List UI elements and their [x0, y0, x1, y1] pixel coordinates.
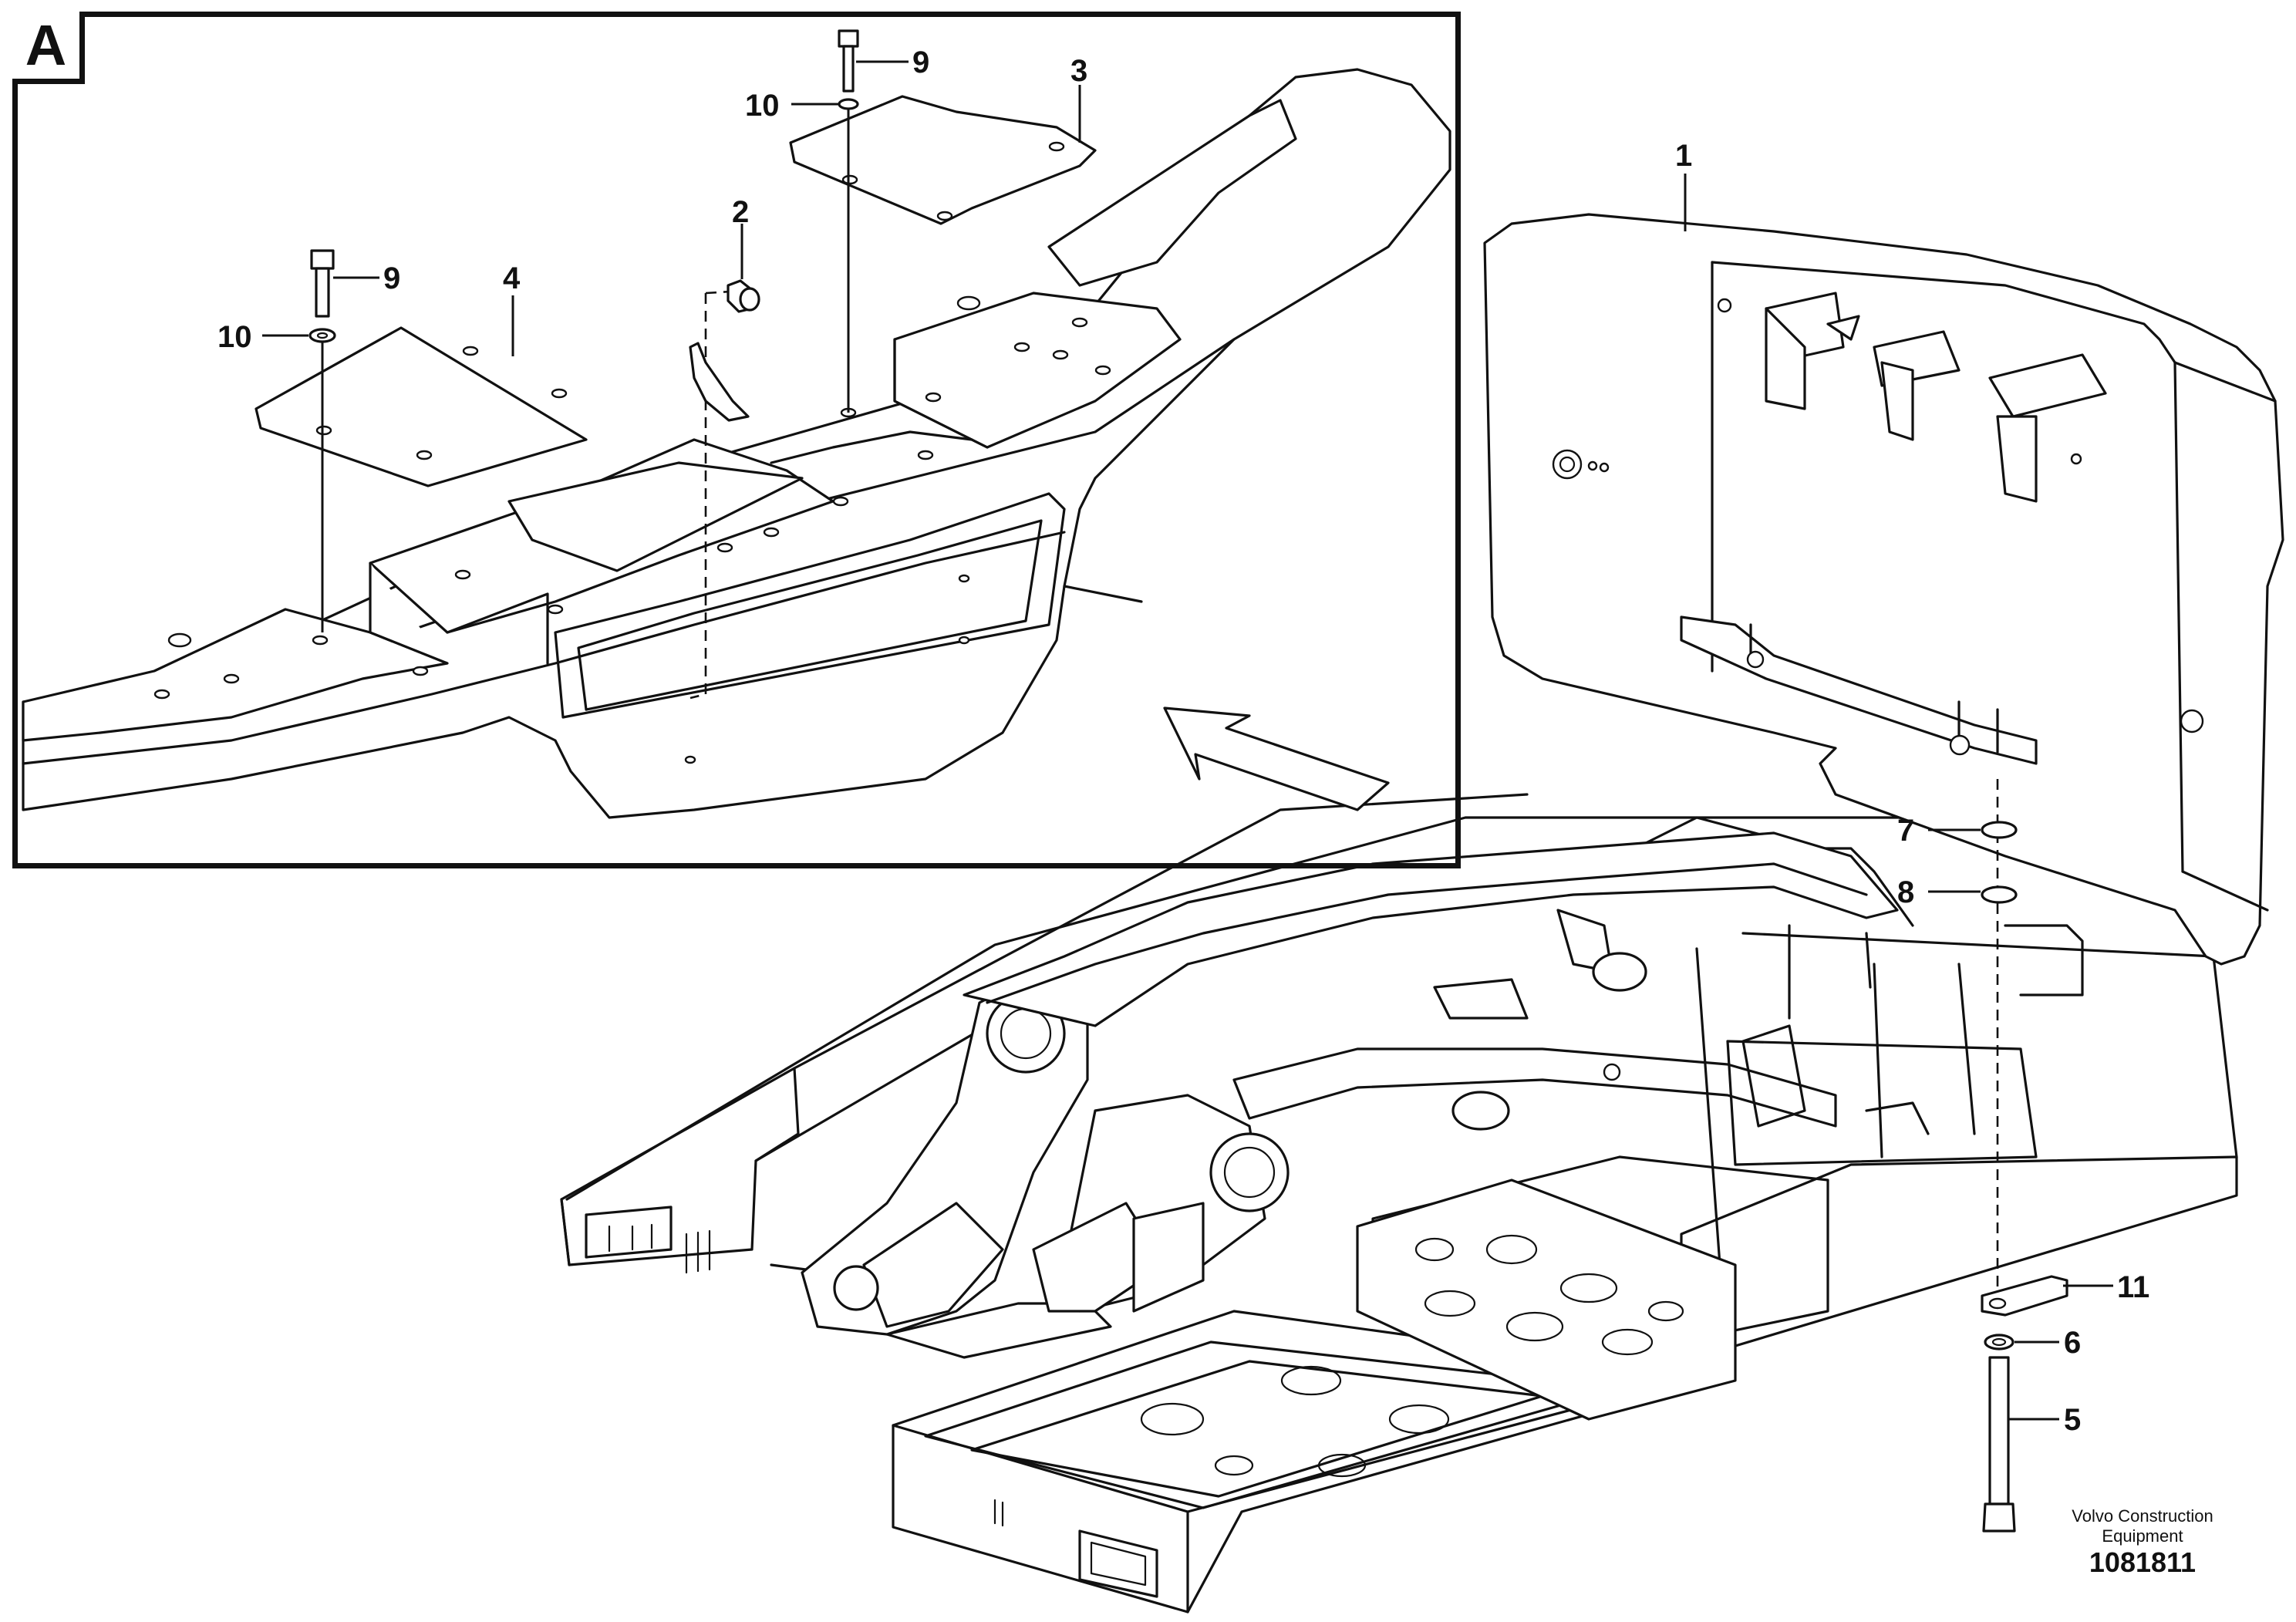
detail-a-drawing: 9 10 4 9 10 3 2 — [22, 29, 1451, 819]
main-callouts: 1 7 8 11 6 5 — [1675, 139, 2149, 1533]
callout-8: 8 — [1897, 875, 1914, 909]
callout-10-right: 10 — [745, 89, 780, 123]
callout-6: 6 — [2064, 1326, 2081, 1360]
callout-5: 5 — [2064, 1403, 2081, 1437]
drawing-number: 1081811 — [2089, 1546, 2197, 1578]
detail-view-label: A — [12, 12, 85, 84]
boom-mount — [801, 831, 1899, 1336]
detail-view-frame — [12, 12, 1461, 868]
company-line-2: Equipment — [2102, 1526, 2183, 1546]
direction-arrow — [1163, 706, 1390, 811]
cover-plate-4 — [255, 326, 588, 487]
callout-7: 7 — [1897, 814, 1914, 848]
callout-10-left: 10 — [217, 320, 252, 354]
callout-4: 4 — [503, 261, 521, 295]
callout-11: 11 — [2117, 1270, 2149, 1304]
callout-9-left: 9 — [383, 261, 400, 295]
callout-1: 1 — [1675, 139, 1692, 173]
company-line-1: Volvo Construction — [2072, 1506, 2213, 1526]
cover-plate-3 — [789, 95, 1097, 225]
callout-9-right: 9 — [912, 46, 929, 79]
callout-3: 3 — [1070, 54, 1087, 88]
counterweight — [1483, 213, 2284, 966]
company-name: Volvo Construction Equipment — [2042, 1506, 2243, 1546]
upper-frame — [560, 793, 2238, 1614]
callout-2: 2 — [732, 195, 749, 229]
